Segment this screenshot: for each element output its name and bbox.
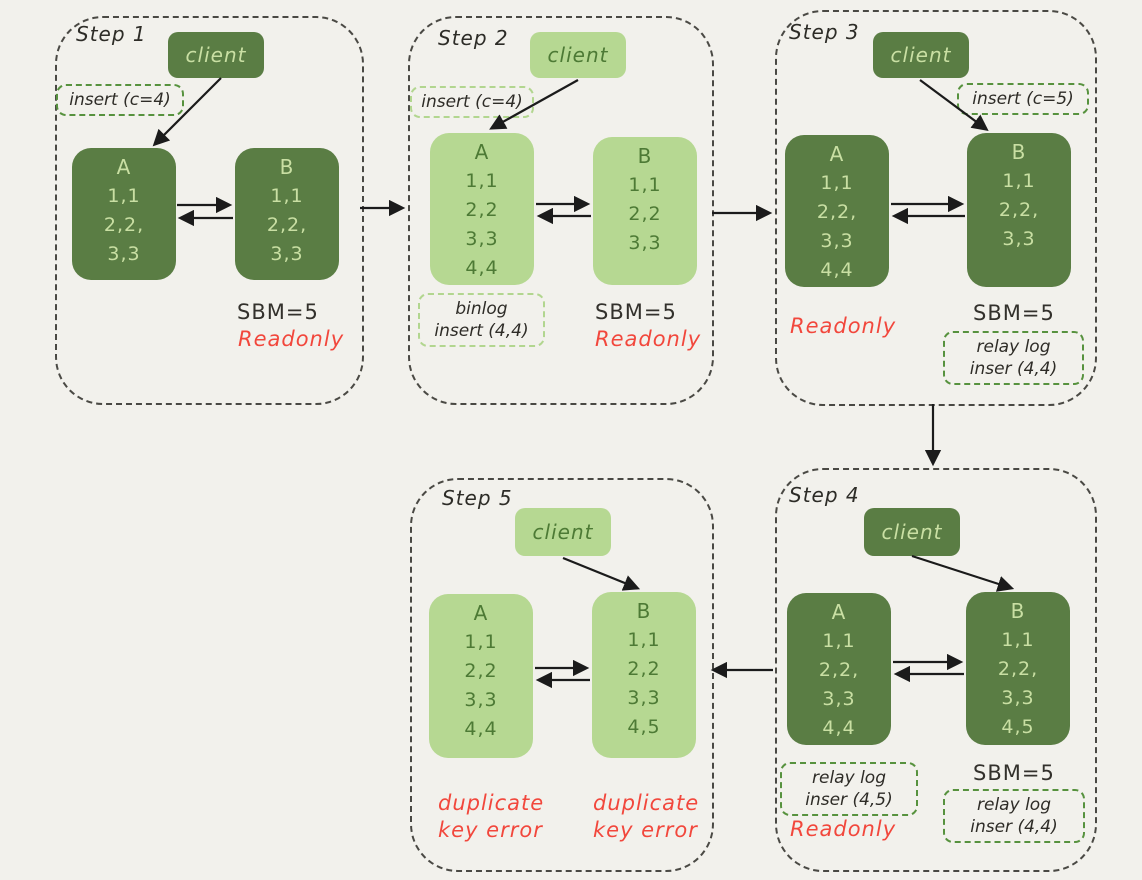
node-row: 4,5 — [627, 716, 661, 738]
node-row: 1,1 — [628, 174, 662, 196]
error-line: key error — [593, 818, 698, 842]
step-2-sbm-label: SBM=5 — [595, 300, 677, 324]
node-row: 4,5 — [1001, 716, 1035, 738]
step-1-client-node: client — [168, 32, 264, 78]
error-line: key error — [438, 818, 543, 842]
node-title: A — [116, 155, 132, 179]
step-2-label: Step 2 — [438, 26, 509, 50]
node-row: 2,2, — [103, 214, 145, 236]
node-row: 2,2, — [997, 658, 1039, 680]
step-5-node-a: A 1,1 2,2 3,3 4,4 — [429, 594, 533, 758]
step-3-client-node: client — [873, 32, 969, 78]
node-row: 1,1 — [270, 185, 304, 207]
node-title: A — [473, 601, 489, 625]
note-line: inser (4,4) — [969, 359, 1058, 379]
note-line: insert (4,4) — [434, 321, 529, 341]
step-1-node-a: A 1,1 2,2, 3,3 — [72, 148, 176, 280]
node-title: B — [637, 144, 653, 168]
node-row: 2,2 — [465, 199, 499, 221]
step-2-binlog-note: binlog insert (4,4) — [418, 293, 545, 347]
step-1-node-b: B 1,1 2,2, 3,3 — [235, 148, 339, 280]
node-row: 4,4 — [822, 717, 856, 739]
node-row: 1,1 — [822, 630, 856, 652]
node-row: 3,3 — [270, 243, 304, 265]
node-row: 4,4 — [464, 718, 498, 740]
node-row: 2,2, — [998, 199, 1040, 221]
node-row: 1,1 — [1001, 629, 1035, 651]
node-row: 3,3 — [627, 687, 661, 709]
step-1-insert-note: insert (c=4) — [56, 84, 184, 116]
step-1-label: Step 1 — [76, 22, 147, 46]
node-row: 4,4 — [820, 259, 854, 281]
step-3-group — [775, 10, 1097, 406]
note-line: relay log — [977, 795, 1051, 815]
step-4-label: Step 4 — [789, 483, 860, 507]
node-row: 1,1 — [107, 185, 141, 207]
node-title: B — [636, 599, 652, 623]
node-title: A — [831, 600, 847, 624]
node-row: 2,2, — [266, 214, 308, 236]
node-row: 2,2, — [818, 659, 860, 681]
node-row: 3,3 — [465, 228, 499, 250]
note-line: inser (4,4) — [970, 817, 1058, 837]
node-row: 1,1 — [820, 172, 854, 194]
node-row: 3,3 — [1002, 228, 1036, 250]
node-title: A — [474, 140, 490, 164]
step-4-relay-note-b: relay log inser (4,4) — [943, 789, 1085, 843]
node-row: 3,3 — [1001, 687, 1035, 709]
node-row: 3,3 — [822, 688, 856, 710]
node-title: B — [279, 155, 295, 179]
node-row: 2,2, — [816, 201, 858, 223]
step-4-sbm-label: SBM=5 — [973, 761, 1055, 785]
step-5-error-label-b: duplicate key error — [593, 790, 699, 844]
step-3-label: Step 3 — [789, 20, 860, 44]
node-title: B — [1010, 599, 1026, 623]
node-row: 2,2 — [627, 658, 661, 680]
step-3-node-b: B 1,1 2,2, 3,3 — [967, 133, 1071, 287]
step-4-node-b: B 1,1 2,2, 3,3 4,5 — [966, 592, 1070, 745]
note-line: relay log — [976, 337, 1051, 357]
node-row: 1,1 — [464, 631, 498, 653]
step-2-node-a: A 1,1 2,2 3,3 4,4 — [430, 133, 534, 285]
step-5-client-node: client — [515, 508, 611, 556]
step-2-group — [408, 16, 714, 405]
node-row: 1,1 — [465, 170, 499, 192]
node-title: B — [1011, 140, 1027, 164]
step-1-group — [55, 16, 364, 405]
error-line: duplicate — [438, 791, 545, 815]
step-4-readonly-label: Readonly — [790, 817, 897, 841]
step-3-insert-note: insert (c=5) — [957, 83, 1089, 115]
step-3-sbm-label: SBM=5 — [973, 301, 1055, 325]
step-4-group — [775, 468, 1097, 872]
node-row: 1,1 — [627, 629, 661, 651]
note-line: binlog — [455, 299, 508, 319]
node-title: A — [829, 142, 845, 166]
node-row: 2,2 — [628, 203, 662, 225]
node-row: 4,4 — [465, 257, 499, 279]
step-2-client-node: client — [530, 32, 626, 78]
step-4-client-node: client — [864, 508, 960, 556]
note-line: relay log — [812, 768, 886, 788]
node-row: 3,3 — [628, 232, 662, 254]
step-3-node-a: A 1,1 2,2, 3,3 4,4 — [785, 135, 889, 287]
step-2-node-b: B 1,1 2,2 3,3 — [593, 137, 697, 285]
step-2-readonly-label: Readonly — [595, 327, 702, 351]
step-1-readonly-label: Readonly — [238, 327, 345, 351]
node-row: 1,1 — [1002, 170, 1036, 192]
step-4-node-a: A 1,1 2,2, 3,3 4,4 — [787, 593, 891, 745]
node-row: 3,3 — [820, 230, 854, 252]
node-row: 3,3 — [464, 689, 498, 711]
step-2-insert-note: insert (c=4) — [410, 86, 534, 118]
step-3-readonly-label: Readonly — [790, 314, 897, 338]
note-line: inser (4,5) — [805, 790, 893, 810]
step-5-error-label-a: duplicate key error — [438, 790, 544, 844]
node-row: 2,2 — [464, 660, 498, 682]
node-row: 3,3 — [107, 243, 141, 265]
error-line: duplicate — [593, 791, 700, 815]
step-4-relay-note-a: relay log inser (4,5) — [780, 762, 918, 816]
step-1-sbm-label: SBM=5 — [237, 300, 319, 324]
step-3-relay-note: relay log inser (4,4) — [943, 331, 1084, 385]
step-5-label: Step 5 — [442, 486, 513, 510]
step-5-node-b: B 1,1 2,2 3,3 4,5 — [592, 592, 696, 758]
